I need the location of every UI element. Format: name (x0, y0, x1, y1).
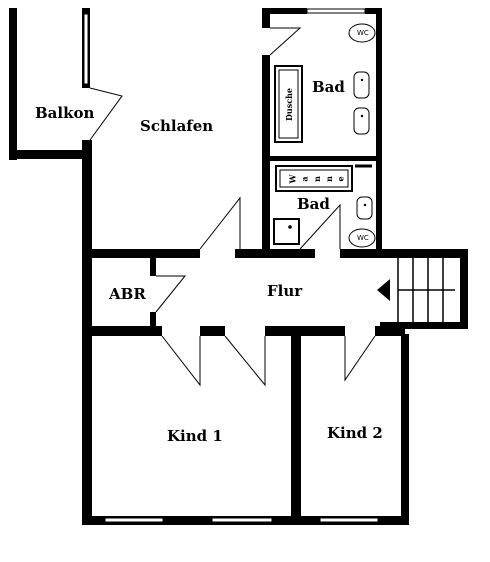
room-label-abr: ABR (109, 285, 146, 303)
wanne-inner (279, 169, 349, 188)
wall-flur-top-b (235, 249, 315, 258)
wc-bottom-label: WC (357, 234, 369, 242)
wall-flur-bottom-d (375, 326, 405, 336)
walls (9, 8, 468, 525)
dusche-outer (274, 65, 303, 143)
room-label-balkon: Balkon (35, 104, 95, 122)
door-schlafen (199, 196, 241, 250)
door-bad-top (269, 27, 302, 56)
wall-flur-bottom-c (265, 326, 345, 336)
room-label-kind2: Kind 2 (327, 424, 383, 442)
wall-kind-divider (291, 334, 301, 524)
windows (83, 8, 379, 523)
fixtures (273, 23, 376, 248)
wanne-letter-0: W (287, 174, 298, 184)
window-kind2 (319, 517, 379, 523)
window-kind1-left (104, 517, 164, 523)
wanne-letter-2: n (311, 176, 322, 182)
dusche-inner (278, 69, 299, 139)
shower-tray (273, 218, 300, 245)
wall-flur-bottom-b (200, 326, 225, 336)
wall-kind2-right (401, 334, 409, 524)
window-balkon-door (83, 13, 89, 85)
wall-bath-left (262, 55, 270, 250)
window-kind1-right (211, 517, 273, 523)
sink-top-2 (353, 107, 370, 135)
stairs-arrow (377, 279, 390, 301)
door-kind1-right (224, 335, 266, 387)
wall-bath-divider (268, 156, 378, 161)
room-label-flur: Flur (267, 282, 303, 300)
wall-stairs-bottom (380, 322, 468, 329)
wall-balkon-bottom (9, 150, 89, 159)
wall-bath-right (376, 8, 382, 258)
wall-balkon-left (9, 8, 17, 160)
wc-top-label: WC (357, 29, 369, 37)
door-abr (155, 275, 187, 313)
wall-bath-top-right (365, 8, 381, 14)
sink-bottom (356, 196, 373, 220)
room-label-bad-top: Bad (312, 78, 345, 96)
shower-drain (288, 225, 292, 229)
wall-abr-right-bottom (150, 312, 156, 328)
room-label-schlafen: Schlafen (140, 117, 214, 135)
wanne-letter-3: n (323, 176, 334, 182)
wanne-letter-1: a (299, 176, 310, 182)
door-kind1-left (161, 335, 201, 387)
stairs (397, 258, 455, 322)
wc-bottom-bowl (348, 228, 376, 248)
wall-flur-top-c (340, 249, 468, 258)
room-label-kind1: Kind 1 (167, 427, 223, 445)
wall-stairs-right (460, 249, 468, 329)
door-swings (89, 27, 376, 387)
wall-bath-top (262, 8, 307, 14)
wall-flur-bottom-a (82, 326, 162, 336)
wanne-letter-4: e (335, 176, 346, 182)
door-balkon (89, 87, 123, 141)
wc-top-bowl (348, 23, 376, 43)
door-kind2 (344, 335, 376, 382)
wall-bath-left-top (262, 8, 270, 28)
door-bad-bottom (299, 203, 341, 250)
wanne-outer (275, 165, 353, 192)
sink-top-1 (353, 71, 370, 99)
dusche-label: Dusche (284, 88, 294, 122)
wall-abr-right-top (150, 258, 156, 276)
window-bath-top (306, 8, 366, 14)
wall-flur-top-a (82, 249, 200, 258)
room-label-bad-bottom: Bad (297, 195, 330, 213)
